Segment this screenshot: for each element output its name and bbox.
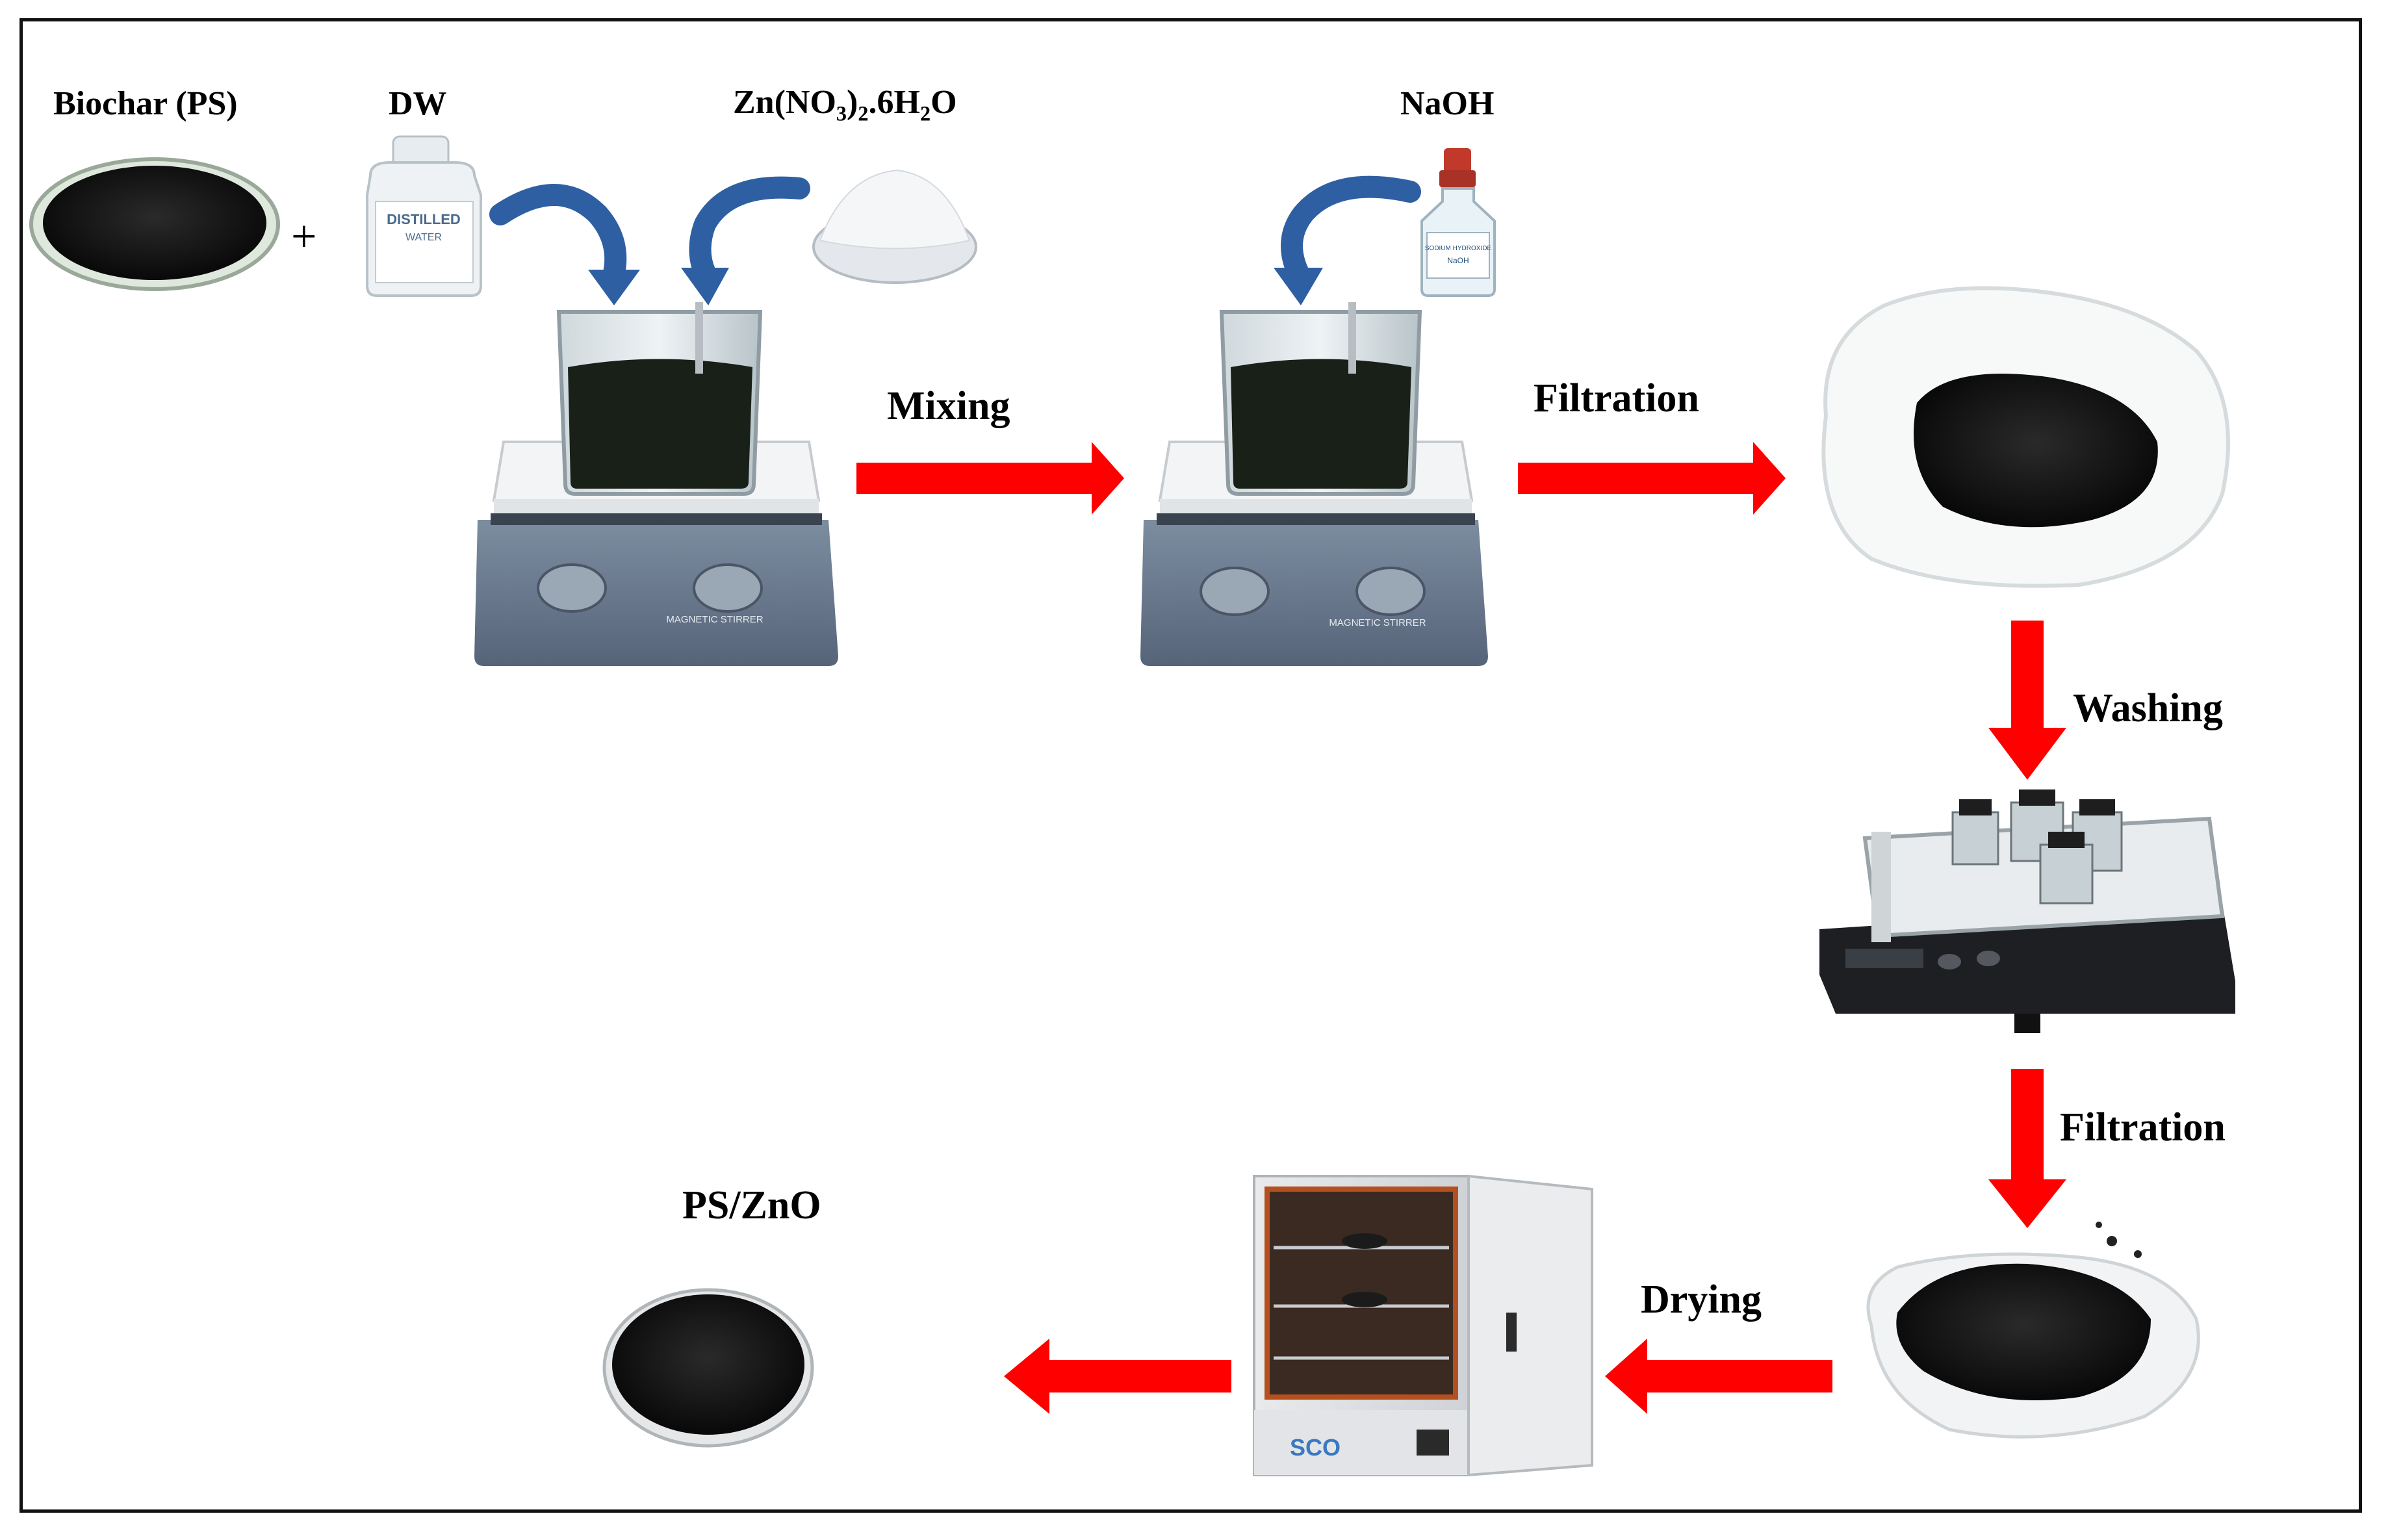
arrow-filtration-2-icon	[1988, 1069, 2066, 1228]
curved-arrow-dw-icon	[489, 184, 640, 305]
figure-frame	[19, 18, 2362, 1513]
naoh-label: NaOH	[1400, 85, 1495, 122]
drying-oven-icon: SCO	[1253, 1174, 1593, 1477]
svg-text:DISTILLED: DISTILLED	[387, 211, 461, 227]
step-drying-label: Drying	[1641, 1277, 1762, 1322]
arrow-mixing-icon	[856, 442, 1124, 515]
step-mixing-label: Mixing	[887, 384, 1010, 428]
biochar-label: Biochar (PS)	[53, 85, 238, 122]
step-washing-label: Washing	[2073, 686, 2223, 730]
hotplate-stirrer-1-icon: MAGNETIC STIRRER	[474, 302, 838, 666]
step-filtration-2-label: Filtration	[2060, 1105, 2226, 1149]
filter-paper-2-icon	[1866, 1222, 2200, 1439]
biochar-dish-icon	[29, 157, 280, 291]
orbital-shaker-icon	[1819, 789, 2235, 1033]
svg-text:SCO: SCO	[1290, 1434, 1341, 1461]
filter-paper-1-icon	[1821, 286, 2230, 588]
svg-text:MAGNETIC STIRRER: MAGNETIC STIRRER	[666, 614, 763, 625]
zinc-nitrate-powder-icon	[812, 169, 977, 284]
step-filtration-1-label: Filtration	[1534, 376, 1699, 420]
svg-text:NaOH: NaOH	[1447, 256, 1469, 265]
arrow-filtration-1-icon	[1518, 442, 1786, 515]
svg-text:SODIUM HYDROXIDE: SODIUM HYDROXIDE	[1425, 245, 1492, 252]
curved-arrow-naoh-icon	[1274, 175, 1421, 305]
svg-text:MAGNETIC STIRRER: MAGNETIC STIRRER	[1329, 617, 1426, 628]
product-label: PS/ZnO	[682, 1183, 821, 1227]
dw-label: DW	[389, 85, 447, 122]
zinc-nitrate-label: Zn(NO3)2.6H2O	[733, 84, 957, 125]
naoh-flask-icon: SODIUM HYDROXIDE NaOH	[1420, 148, 1496, 297]
hotplate-stirrer-2-icon: MAGNETIC STIRRER	[1140, 302, 1488, 666]
distilled-water-bottle-icon: DISTILLED WATER	[366, 135, 482, 297]
plus-sign: +	[291, 212, 317, 262]
product-dish-icon	[602, 1288, 814, 1448]
curved-arrow-zinc-icon	[681, 176, 810, 305]
arrow-washing-icon	[1988, 621, 2066, 780]
svg-text:WATER: WATER	[405, 232, 442, 243]
arrow-drying-icon	[1605, 1339, 1832, 1414]
arrow-product-icon	[1004, 1339, 1231, 1414]
